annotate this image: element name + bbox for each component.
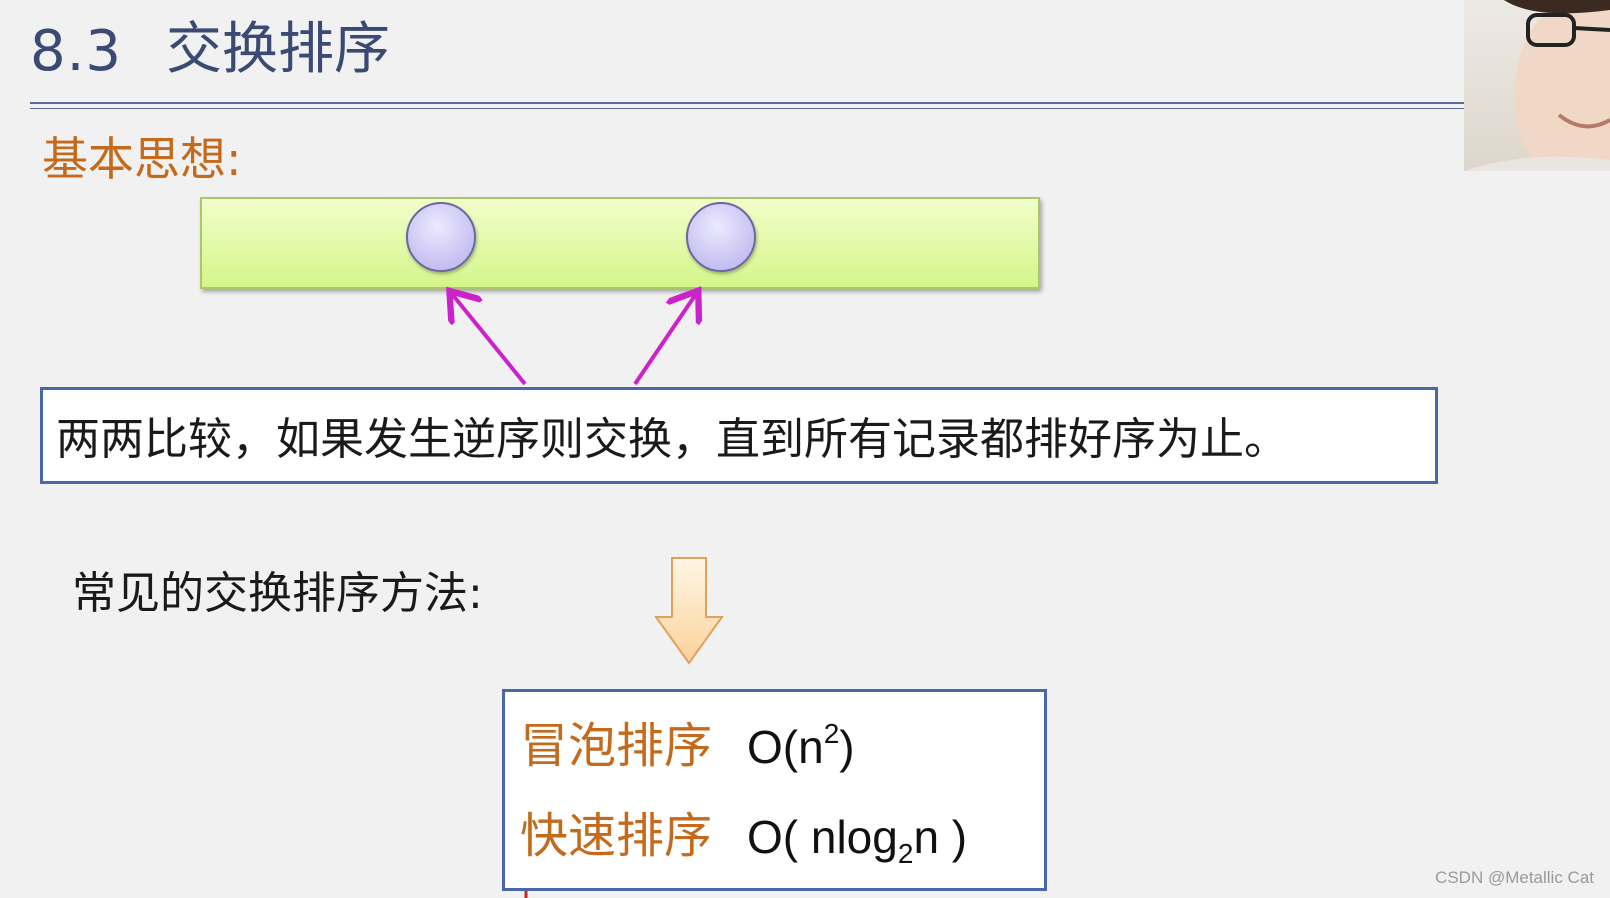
presenter-webcam <box>1464 0 1610 171</box>
title-underline <box>30 102 1464 104</box>
explanation-text: 两两比较，如果发生逆序则交换，直到所有记录都排好序为止。 <box>56 414 1288 465</box>
method-complexity-bubble: O(n2) <box>747 718 855 773</box>
arrow-to-right-circle <box>633 294 696 386</box>
slide-title: 交换排序 <box>166 17 390 82</box>
method-name-bubble: 冒泡排序 <box>520 718 713 774</box>
method-complexity-quick: O( nlog2n ) <box>747 811 968 869</box>
method-name-quick: 快速排序 <box>520 808 713 864</box>
element-circle-right <box>686 202 756 272</box>
down-arrow-icon <box>654 557 724 665</box>
explanation-box <box>40 387 1438 484</box>
methods-label: 常见的交换排序方法: <box>72 568 483 619</box>
arrow-to-left-circle <box>452 294 527 386</box>
watermark: CSDN @Metallic Cat <box>1435 868 1594 887</box>
methods-box <box>502 689 1047 891</box>
basic-idea-label: 基本思想: <box>42 132 242 186</box>
element-circle-left <box>406 202 476 272</box>
array-illustration <box>200 197 1040 289</box>
title-underline-thin <box>30 108 1464 109</box>
section-number: 8.3 <box>30 19 123 84</box>
